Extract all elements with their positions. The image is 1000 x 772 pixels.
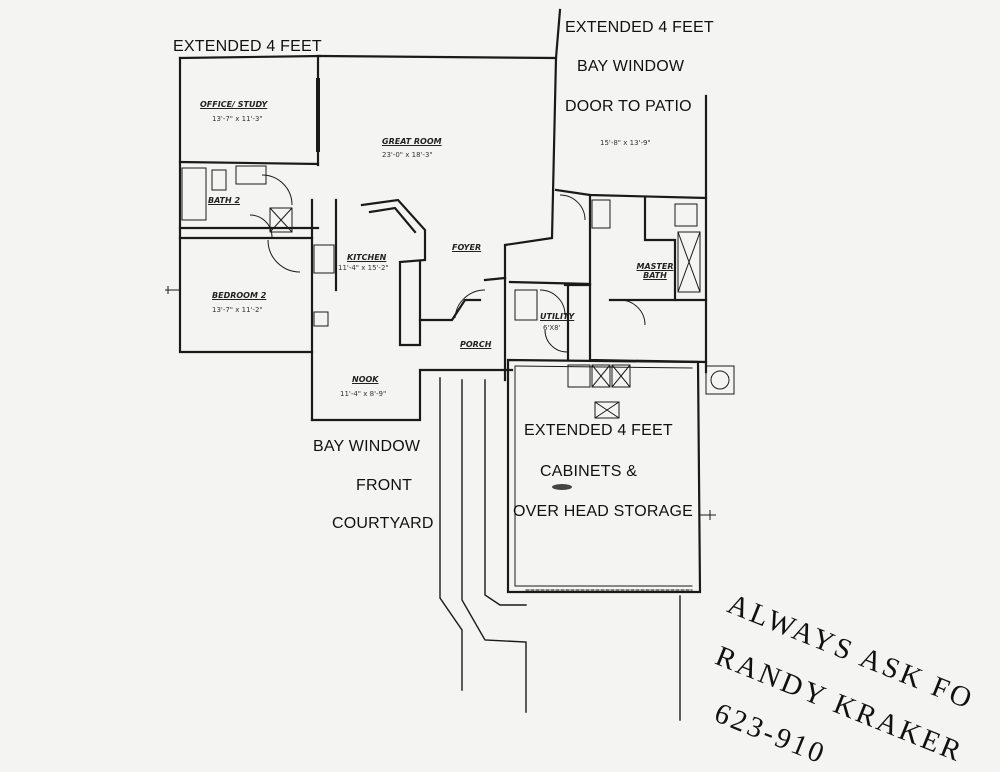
walkway (461, 379, 527, 713)
door-swing (559, 194, 586, 221)
door-swing (539, 289, 566, 316)
room-label-bath2: BATH 2 (208, 196, 241, 205)
walkway (484, 379, 527, 606)
stove (313, 244, 335, 274)
wall (310, 368, 514, 422)
ac-unit (705, 365, 735, 395)
room-label-master-bath: MASTER BATH (636, 262, 674, 280)
room-dims-great-room: 23'-0" x 18'-3" (382, 151, 433, 159)
room-label-bedroom2: BEDROOM 2 (212, 291, 267, 300)
note-extended-top-left: EXTENDED 4 FEET (173, 38, 322, 55)
pantry (313, 311, 329, 327)
water-heater (567, 364, 591, 388)
bathtub (181, 167, 207, 221)
room-label-utility: UTILITY (540, 312, 575, 321)
room-dims-nook: 11'-4" x 8'-9" (340, 390, 387, 398)
note-door-to-patio: DOOR TO PATIO (565, 98, 692, 115)
note-extended-garage: EXTENDED 4 FEET (524, 422, 673, 439)
note-cabinets: CABINETS & (540, 463, 638, 480)
utility-box (514, 289, 538, 321)
floor-plan-drawing (165, 8, 735, 721)
room-label-office: OFFICE/ STUDY (200, 100, 268, 109)
room-label-porch: PORCH (460, 340, 492, 349)
wall (483, 276, 507, 282)
note-extended-top-right: EXTENDED 4 FEET (565, 19, 714, 36)
shower (677, 231, 701, 293)
counter (368, 206, 417, 234)
sink (591, 199, 611, 229)
door-swing (261, 174, 293, 206)
wall (418, 298, 482, 322)
door-swing (267, 239, 301, 273)
walkway (439, 377, 463, 691)
room-dims-bedroom2: 13'-7" x 11'-2" (212, 306, 263, 314)
wall (506, 358, 702, 594)
shower (269, 207, 293, 233)
door-swing (544, 329, 568, 353)
door-swing (249, 214, 273, 238)
wall (554, 188, 708, 200)
vanity (235, 165, 267, 185)
room-label-great-room: GREAT ROOM (382, 137, 442, 146)
attic-access (594, 401, 620, 419)
note-bay-window-front: BAY WINDOW (313, 438, 421, 455)
wall (178, 56, 314, 354)
smudge (552, 484, 572, 490)
wall (508, 280, 592, 286)
note-courtyard: COURTYARD (332, 515, 434, 532)
room-dims-kitchen: 11'-4" x 15'-2" (338, 264, 389, 272)
wall (178, 160, 320, 166)
bay-window (554, 8, 562, 60)
fixture (611, 364, 631, 388)
room-label-kitchen: KITCHEN (347, 253, 387, 262)
door-swing (454, 289, 486, 319)
room-dims-master: 15'-8" x 13'-9" (600, 139, 651, 147)
wall (643, 196, 708, 302)
wall (318, 54, 558, 280)
note-overhead-storage: OVER HEAD STORAGE (513, 503, 694, 520)
toilet (211, 169, 227, 191)
wall (178, 54, 322, 60)
toilet (674, 203, 698, 227)
fixture (591, 364, 611, 388)
wall (514, 365, 693, 369)
note-bay-window-rear: BAY WINDOW (577, 58, 685, 75)
room-label-foyer: FOYER (452, 243, 482, 252)
counter (360, 198, 427, 347)
door-swing (619, 299, 646, 326)
room-dims-office: 13'-7" x 11'-3" (212, 115, 263, 123)
room-dims-utility: 6'X8' (543, 324, 561, 332)
room-label-nook: NOOK (352, 375, 379, 384)
wall (514, 365, 693, 587)
note-front: FRONT (356, 477, 413, 494)
